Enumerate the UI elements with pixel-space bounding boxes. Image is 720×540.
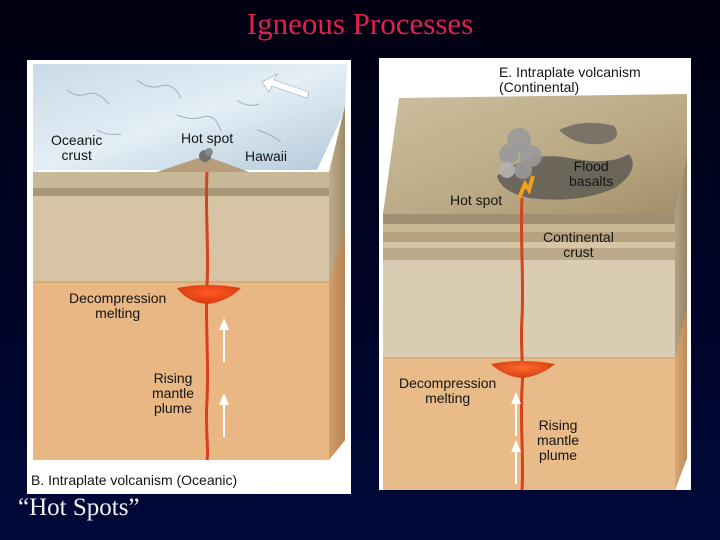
label-continental-crust: Continental crust — [543, 230, 614, 260]
label-hot-spot: Hot spot — [181, 131, 233, 146]
label-hawaii: Hawaii — [245, 149, 287, 164]
label-hot-spot: Hot spot — [450, 193, 502, 208]
label-rising-mantle-plume: Rising mantle plume — [537, 418, 579, 463]
label-oceanic-crust: Oceanic crust — [51, 133, 102, 163]
panel-caption-oceanic: B. Intraplate volcanism (Oceanic) — [31, 473, 237, 488]
oceanic-block-illustration — [27, 60, 351, 494]
slide-title: Igneous Processes — [0, 6, 720, 42]
label-decompression-melting: Decompression melting — [399, 376, 496, 406]
plume-conduit — [521, 198, 522, 490]
panel-caption-continental: E. Intraplate volcanism (Continental) — [499, 65, 641, 95]
label-decompression-melting: Decompression melting — [69, 291, 166, 321]
continental-hotspot-diagram: E. Intraplate volcanism (Continental) Fl… — [379, 58, 691, 490]
oceanic-hotspot-diagram: Oceanic crust Hot spot Hawaii Decompress… — [27, 60, 351, 494]
continental-block-illustration — [379, 58, 691, 490]
plume-conduit — [206, 172, 207, 460]
slide-caption: “Hot Spots” — [18, 494, 140, 522]
label-flood-basalts: Flood basalts — [569, 159, 613, 189]
label-rising-mantle-plume: Rising mantle plume — [152, 371, 194, 416]
